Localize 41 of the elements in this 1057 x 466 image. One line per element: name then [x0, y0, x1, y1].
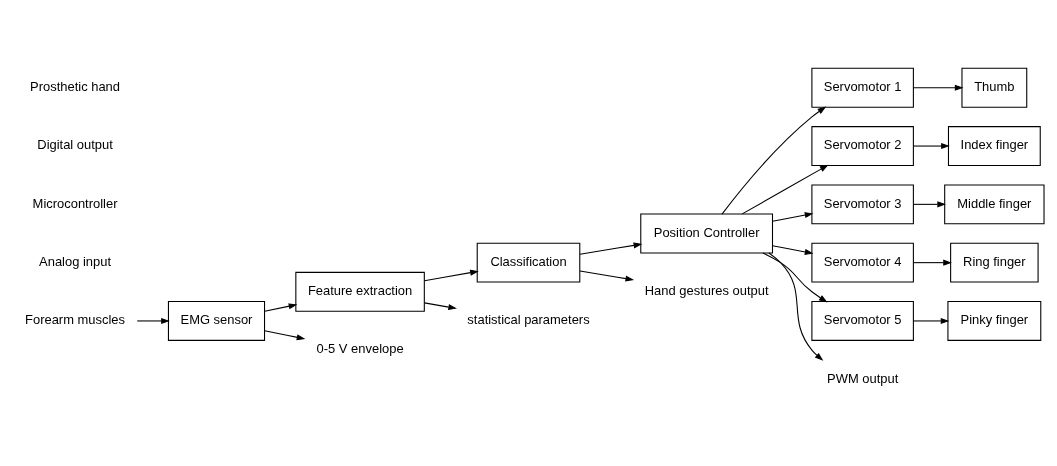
node-box: Ring finger: [950, 242, 1039, 283]
label: Analog input: [39, 253, 112, 269]
node-box: Middle finger: [944, 183, 1045, 224]
label: Digital output: [37, 136, 113, 152]
label: Prosthetic hand: [30, 78, 121, 94]
node-box: Thumb: [961, 67, 1028, 108]
node-text: statistical parameters: [467, 311, 590, 327]
node-box: Servomotor 4: [811, 242, 914, 283]
arrow: [264, 329, 306, 340]
node-box: Servomotor 3: [811, 183, 914, 224]
arrow: [423, 301, 457, 310]
node-box: Servomotor 2: [811, 125, 914, 166]
arrow: [772, 211, 814, 222]
node-box: Position Controller: [640, 213, 774, 253]
node-text: 0-5 V envelope: [316, 340, 404, 356]
arrow: [912, 200, 946, 207]
arrow: [772, 244, 814, 255]
arrow: [912, 317, 950, 324]
node-box: Classification: [476, 242, 581, 283]
arrow: [136, 317, 170, 324]
node-text: Forearm muscles: [25, 311, 126, 327]
arrow: [721, 106, 827, 215]
arrow: [423, 269, 479, 281]
arrow: [762, 252, 828, 302]
node-box: Servomotor 5: [811, 300, 914, 341]
arrow: [741, 164, 829, 214]
node-box: Feature extraction: [295, 271, 425, 312]
node-text: PWM output: [827, 370, 899, 386]
arrow: [912, 142, 950, 149]
arrow: [579, 241, 643, 255]
node-box: Index finger: [947, 125, 1041, 166]
arrow: [912, 259, 952, 266]
arrow: [768, 252, 824, 361]
arrow: [264, 302, 298, 312]
node-box: Pinky finger: [947, 300, 1042, 341]
arrow: [579, 269, 635, 282]
node-text: Hand gestures output: [644, 282, 769, 298]
arrow: [912, 84, 964, 91]
node-box: EMG sensor: [167, 300, 266, 341]
node-box: Servomotor 1: [811, 67, 914, 108]
label: Microcontroller: [32, 195, 118, 211]
